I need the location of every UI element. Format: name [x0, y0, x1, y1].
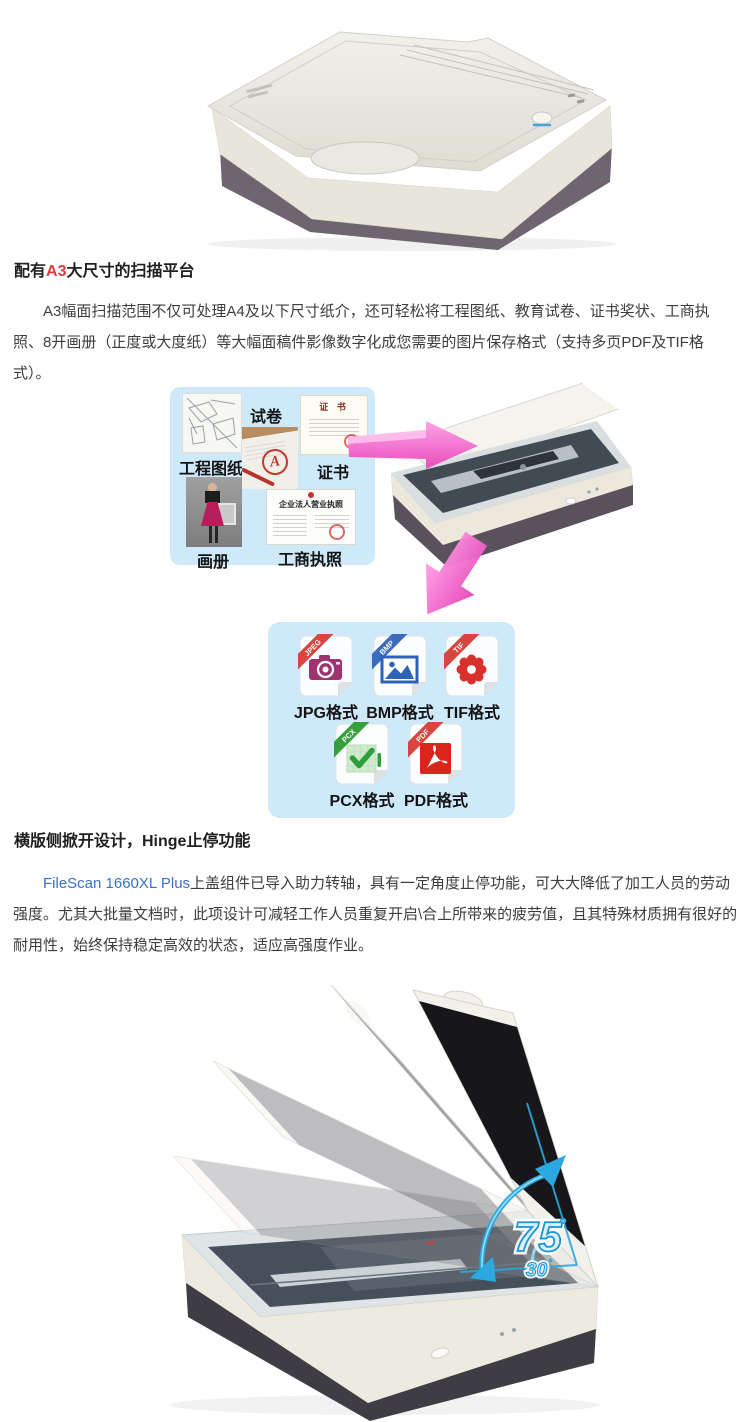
brand-model-text: FileScan 1660XL Plus: [43, 875, 191, 892]
scan-slot: [473, 451, 559, 479]
section-hinge-heading: 横版侧掀开设计，Hinge止停功能: [14, 833, 251, 850]
degree-symbol-small: °: [548, 1258, 553, 1269]
license-label: 工商执照: [278, 552, 343, 569]
brand-logo-mark: [246, 83, 273, 99]
blueprint-label: 工程图纸: [179, 461, 244, 478]
section-a3-heading: 配有A3大尺寸的扫描平台: [14, 261, 194, 283]
model-head: [208, 483, 217, 492]
hinge-paragraph-rest: 上盖组件已导入助力转轴，具有一定角度止停功能，可大大降低了加工人员的劳动强度。尤…: [13, 875, 738, 954]
scanner-body: [211, 105, 613, 240]
section-a3-paragraph: A3幅面扫描范围不仅可处理A4及以下尺寸纸介，还可轻松将工程图纸、教育试卷、证书…: [13, 303, 710, 382]
lid-position-open: [412, 989, 599, 1288]
indicator-lights: [567, 93, 585, 104]
camera-icon: [309, 655, 342, 680]
scanner-closed-image: [206, 31, 617, 251]
arc-arrowhead-bottom: [470, 1257, 496, 1282]
gear-icon: [456, 654, 487, 685]
album-thumbnail: [186, 477, 242, 547]
format-label: JPG格式: [293, 705, 359, 722]
format-label: BMP格式: [366, 705, 434, 722]
format-label: TIF格式: [444, 705, 500, 722]
power-button: [531, 111, 553, 127]
lid-grooves: [399, 44, 595, 99]
checkmark-icon: [346, 744, 381, 773]
shadow: [207, 237, 617, 251]
scanner-dark-base: [186, 1283, 596, 1421]
format-item-pcx: PCX PCX格式: [330, 722, 394, 811]
file-page-icon: BMP: [372, 634, 427, 697]
svg-text:75: 75: [514, 1213, 561, 1260]
image-icon: [380, 655, 419, 684]
file-page-icon: JPEG: [298, 634, 353, 697]
certificate-label: 证书: [317, 465, 350, 482]
file-page-icon: PDF: [408, 722, 463, 785]
adobe-pdf-icon: [420, 743, 451, 774]
lid-groove: [228, 40, 588, 163]
scanner-dark-base: [393, 485, 633, 567]
angle-75-label: 75: [514, 1213, 563, 1260]
license-doc-title: 企业法人营业执照: [279, 500, 343, 509]
power-button: [430, 1347, 450, 1359]
format-item-pdf: PDF PDF格式: [404, 722, 468, 811]
license-thumbnail: 企业法人营业执照: [266, 489, 356, 545]
section-hinge-paragraph: FileScan 1660XL Plus上盖组件已导入助力转轴，具有一定角度止停…: [13, 868, 739, 961]
format-label: PDF格式: [404, 793, 469, 810]
blueprint-image: [186, 397, 238, 449]
heading-prefix: 配有: [14, 263, 47, 280]
scanner-dark-base: [220, 144, 612, 250]
angle-30-label: 30: [526, 1260, 548, 1281]
certificate-doc-title: 证 书: [319, 402, 349, 412]
red-indicator: [425, 1240, 436, 1245]
hinge-angle-figure: 75 75 ° 30 30 °: [170, 985, 600, 1421]
formats-panel: JPEG JPG格式 BMP: [268, 622, 515, 818]
exam-thumbnail: A: [242, 427, 298, 489]
heading-accent-a3: A3: [46, 263, 67, 280]
arrow-right-icon: [348, 421, 478, 469]
arrow-down-icon: [425, 531, 488, 615]
album-label: 画册: [197, 554, 230, 571]
svg-text:30: 30: [526, 1260, 548, 1281]
blueprint-thumbnail: [182, 393, 242, 453]
model-dress: [201, 502, 224, 526]
power-button: [565, 497, 577, 505]
arc-arrowhead-top: [535, 1155, 566, 1187]
angle-labels: 75 75 ° 30 30 °: [511, 1210, 567, 1284]
angle-annotation: 75 75 ° 30 30 °: [459, 1102, 578, 1284]
small-arc-arrowhead: [522, 1260, 541, 1280]
national-emblem: [308, 492, 314, 498]
format-item-tif: TIF TIF格式: [440, 634, 504, 723]
certificate-thumbnail: 证 书: [300, 395, 368, 455]
format-label: PCX格式: [329, 793, 395, 810]
file-page-icon: PCX: [334, 722, 389, 785]
format-item-bmp: BMP BMP格式: [366, 634, 434, 723]
media-types-figure: 工程图纸 试卷 A 证 书 证书 画册 企业法人营业执: [168, 382, 650, 631]
scanner-open-image: [390, 382, 634, 567]
degree-symbol: °: [559, 1215, 566, 1234]
exam-label: 试卷: [250, 409, 283, 426]
file-page-icon: TIF: [444, 634, 499, 697]
format-item-jpg: JPEG JPG格式: [294, 634, 358, 723]
heading-suffix: 大尺寸的扫描平台: [66, 263, 195, 280]
lid-edge-highlight: [582, 382, 620, 410]
model-top: [205, 491, 220, 503]
lid-handle-recess: [310, 141, 420, 175]
